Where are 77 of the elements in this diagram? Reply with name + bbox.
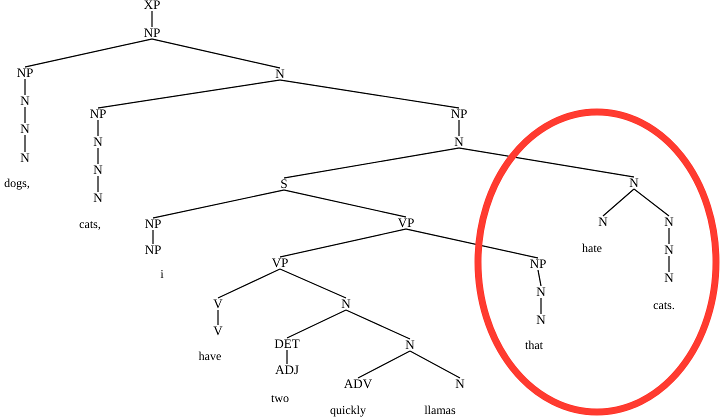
word-label: that <box>525 338 543 352</box>
category-label: NP <box>528 257 548 271</box>
tree-branch <box>98 79 280 109</box>
category-label: N <box>663 271 675 285</box>
tree-branch <box>286 350 288 364</box>
category-label: N <box>92 163 104 177</box>
word-label: cats. <box>653 298 675 312</box>
tree-branch <box>152 189 284 219</box>
category-label: ADV <box>342 377 374 391</box>
word-label: have <box>198 349 222 363</box>
word-label: quickly <box>330 403 366 417</box>
category-label: NP <box>450 107 468 121</box>
category-label: N <box>535 285 547 299</box>
tree-branch <box>218 268 280 299</box>
tree-branch <box>284 189 406 218</box>
tree-branch <box>284 147 460 179</box>
tree-branch <box>286 309 346 339</box>
tree-branch <box>97 120 99 136</box>
tree-branch <box>151 11 153 27</box>
tree-branch <box>602 188 634 216</box>
tree-branch <box>24 135 26 152</box>
category-label: N <box>19 94 31 108</box>
tree-branch <box>346 309 410 340</box>
category-label: N <box>663 243 675 257</box>
category-label: ADJ <box>274 363 300 377</box>
tree-branch <box>24 79 26 95</box>
category-label: N <box>597 215 609 229</box>
category-label: NP <box>144 243 162 257</box>
category-label: VP <box>396 216 416 230</box>
tree-branch <box>97 176 99 192</box>
word-label: two <box>271 391 289 405</box>
category-label: VP <box>270 256 290 270</box>
category-label: N <box>404 338 416 352</box>
tree-branch <box>152 38 280 69</box>
tree-branch <box>24 38 152 68</box>
category-label: N <box>340 297 352 311</box>
category-label: N <box>628 176 640 190</box>
tree-branch <box>97 148 99 164</box>
tree-branch <box>410 350 460 379</box>
tree-branch <box>458 120 460 136</box>
category-label: NP <box>88 107 108 121</box>
tree-branch <box>217 310 219 325</box>
category-label: N <box>92 191 104 205</box>
tree-branch <box>537 270 542 286</box>
category-label: S <box>279 177 289 191</box>
category-label: NP <box>144 217 162 231</box>
category-label: V <box>212 324 224 338</box>
category-label: N <box>274 67 286 81</box>
category-label: V <box>212 297 224 311</box>
tree-branch <box>634 188 670 216</box>
category-label: NP <box>142 26 162 40</box>
tree-branch <box>668 256 670 272</box>
category-label: N <box>535 313 547 327</box>
category-label: DET <box>273 337 301 351</box>
category-label: N <box>453 135 465 149</box>
category-label: XP <box>142 0 162 12</box>
category-label: N <box>663 215 675 229</box>
tree-branch <box>668 228 670 244</box>
category-label: N <box>19 122 31 136</box>
category-label: N <box>92 135 104 149</box>
category-label: NP <box>16 66 34 80</box>
tree-branch <box>24 107 26 123</box>
word-label: hate <box>582 241 602 255</box>
tree-branch <box>280 79 460 109</box>
word-label: i <box>160 267 164 281</box>
tree-branch <box>152 230 154 244</box>
word-label: dogs, <box>4 176 30 190</box>
word-label: llamas <box>424 403 456 417</box>
tree-branch <box>280 268 346 299</box>
category-label: N <box>454 377 466 391</box>
tree-branch <box>358 350 410 379</box>
category-label: N <box>19 151 31 165</box>
tree-branch <box>406 228 538 259</box>
word-label: cats, <box>79 217 101 231</box>
tree-branch <box>540 298 542 314</box>
tree-branch <box>280 228 406 258</box>
tree-branch <box>458 147 634 178</box>
